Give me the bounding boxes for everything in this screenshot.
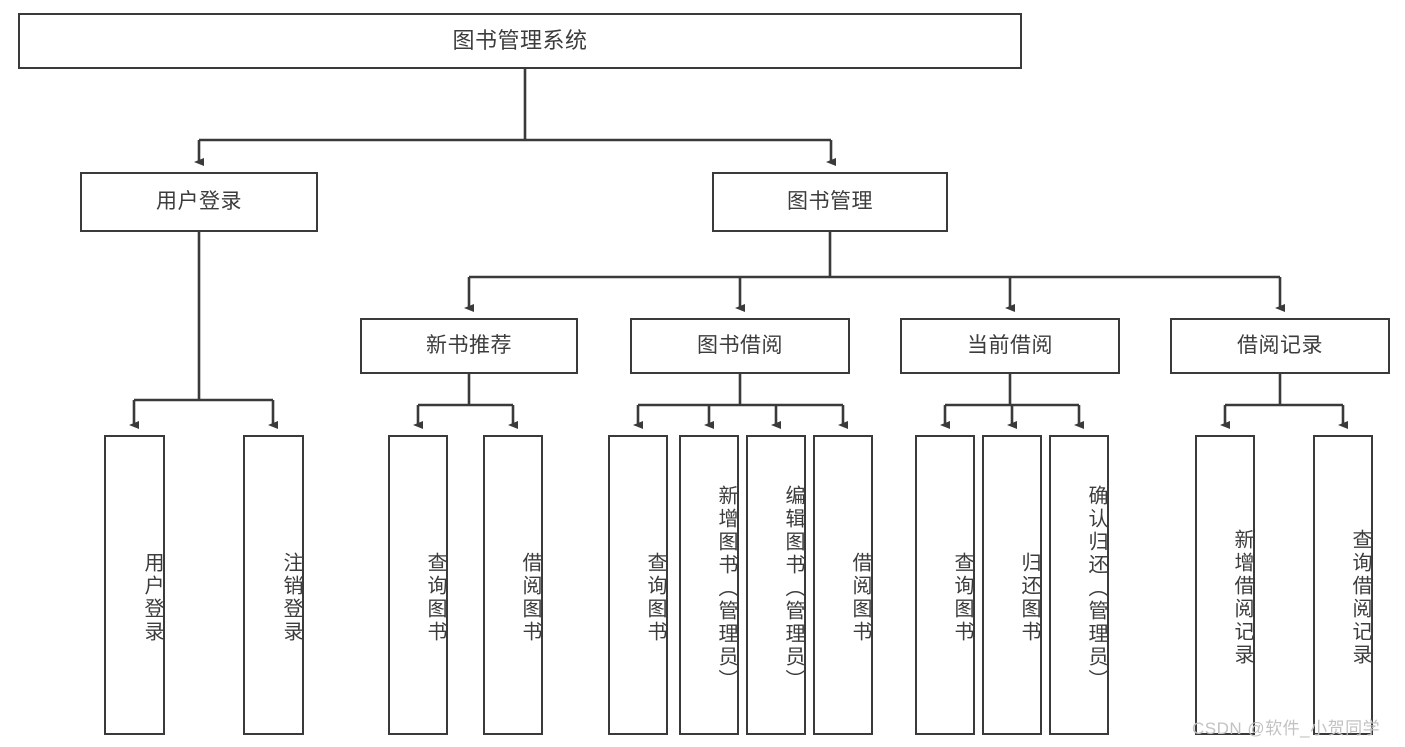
node-leaf-query-book-2[interactable]: 查询图书 — [608, 435, 668, 735]
node-user-login-label: 用户登录 — [156, 189, 242, 213]
node-leaf-add-book-admin-label: 新增图书（管理员） — [715, 484, 737, 692]
node-book-manage[interactable]: 图书管理 — [712, 172, 948, 232]
node-leaf-edit-book-admin[interactable]: 编辑图书（管理员） — [746, 435, 806, 735]
node-leaf-borrow-book-1-label: 借阅图书 — [519, 552, 541, 644]
node-current-borrow[interactable]: 当前借阅 — [900, 318, 1120, 374]
node-new-book-recommend[interactable]: 新书推荐 — [360, 318, 578, 374]
node-book-manage-label: 图书管理 — [787, 189, 873, 213]
node-leaf-query-book-2-label: 查询图书 — [644, 552, 666, 644]
node-leaf-query-book-1[interactable]: 查询图书 — [388, 435, 448, 735]
node-leaf-user-login-label: 用户登录 — [141, 552, 163, 644]
node-leaf-return-book[interactable]: 归还图书 — [982, 435, 1042, 735]
node-borrow-record-label: 借阅记录 — [1237, 333, 1323, 357]
node-leaf-logout[interactable]: 注销登录 — [243, 435, 304, 735]
node-leaf-borrow-book-2[interactable]: 借阅图书 — [813, 435, 873, 735]
watermark-text: CSDN @软件_小贺同学 — [1192, 719, 1381, 738]
node-book-borrow-label: 图书借阅 — [697, 333, 783, 357]
node-leaf-edit-book-admin-label: 编辑图书（管理员） — [782, 484, 804, 692]
node-leaf-borrow-book-1[interactable]: 借阅图书 — [483, 435, 543, 735]
node-leaf-user-login[interactable]: 用户登录 — [104, 435, 165, 735]
node-leaf-query-book-3[interactable]: 查询图书 — [915, 435, 975, 735]
node-leaf-query-borrow-record[interactable]: 查询借阅记录 — [1313, 435, 1373, 735]
node-borrow-record[interactable]: 借阅记录 — [1170, 318, 1390, 374]
node-leaf-add-borrow-record[interactable]: 新增借阅记录 — [1195, 435, 1255, 735]
node-leaf-query-borrow-record-label: 查询借阅记录 — [1349, 529, 1371, 667]
node-book-borrow[interactable]: 图书借阅 — [630, 318, 850, 374]
node-leaf-logout-label: 注销登录 — [280, 552, 302, 644]
node-leaf-confirm-return-label: 确认归还（管理员） — [1085, 484, 1107, 692]
node-leaf-add-borrow-record-label: 新增借阅记录 — [1231, 529, 1253, 667]
node-leaf-borrow-book-2-label: 借阅图书 — [849, 552, 871, 644]
node-leaf-query-book-1-label: 查询图书 — [424, 552, 446, 644]
node-user-login[interactable]: 用户登录 — [80, 172, 318, 232]
node-leaf-add-book-admin[interactable]: 新增图书（管理员） — [679, 435, 739, 735]
node-leaf-confirm-return[interactable]: 确认归还（管理员） — [1049, 435, 1109, 735]
node-leaf-return-book-label: 归还图书 — [1018, 552, 1040, 644]
node-root-label: 图书管理系统 — [452, 28, 588, 54]
node-current-borrow-label: 当前借阅 — [967, 333, 1053, 357]
node-new-book-recommend-label: 新书推荐 — [426, 333, 512, 357]
node-root-system[interactable]: 图书管理系统 — [18, 13, 1022, 69]
node-leaf-query-book-3-label: 查询图书 — [951, 552, 973, 644]
